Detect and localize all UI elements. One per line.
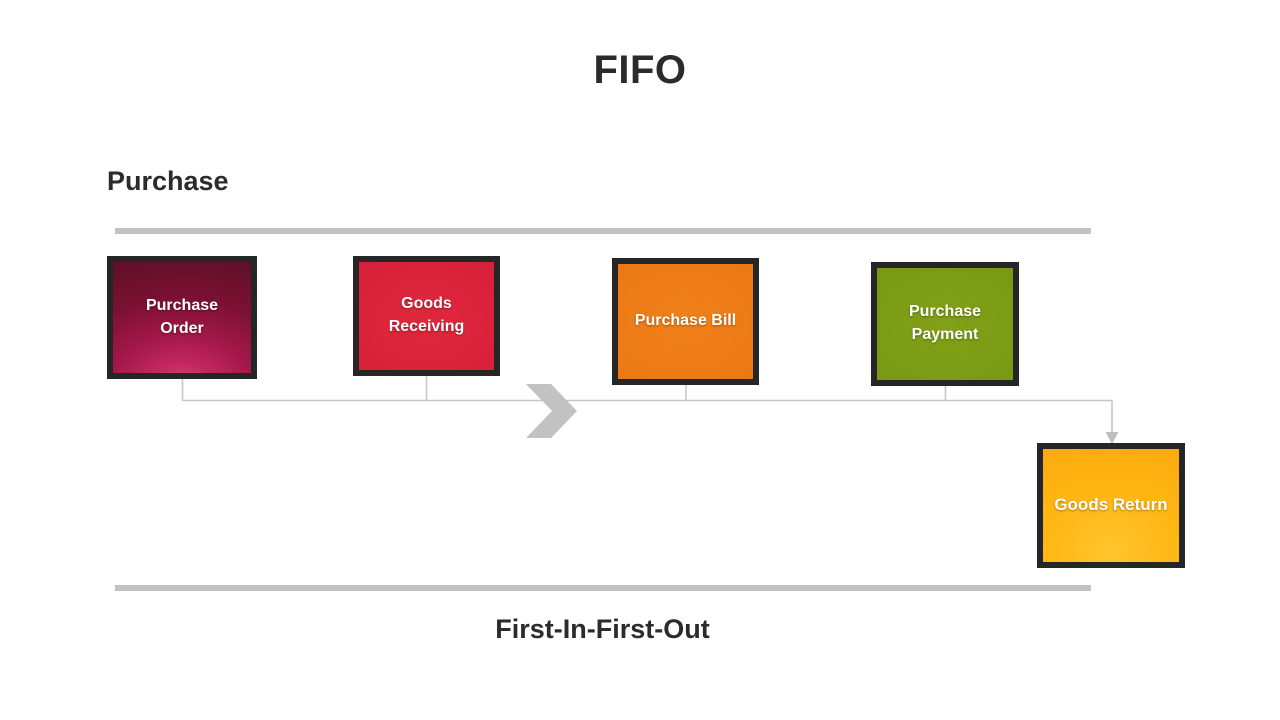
flow-box-label: Purchase Order (146, 295, 218, 340)
divider-top (115, 228, 1091, 234)
flow-box-purchase-payment[interactable]: Purchase Payment (871, 262, 1019, 386)
flow-box-label: Purchase Payment (909, 301, 981, 346)
label-line-2: Receiving (388, 318, 465, 335)
page-title: FIFO (593, 48, 687, 92)
flow-box-goods-receiving[interactable]: Goods Receiving (353, 256, 500, 376)
label-line-1: Purchase (145, 296, 219, 314)
chevron-right-icon (526, 384, 577, 438)
flow-box-purchase-bill[interactable]: Purchase Bill (612, 258, 759, 385)
label-line-2: Order (160, 319, 204, 337)
flow-box-goods-return[interactable]: Goods Return (1037, 443, 1185, 568)
flow-box-purchase-order[interactable]: Purchase Order (107, 256, 257, 379)
label-line-2: Payment (911, 326, 979, 343)
divider-bottom (115, 585, 1091, 591)
footer-title: First-In-First-Out (495, 614, 710, 644)
label-line-1: Purchase (908, 303, 982, 321)
section-title-purchase: Purchase (107, 166, 229, 196)
flow-box-label: Goods Receiving (389, 293, 465, 338)
label-line-1: Goods (401, 295, 452, 313)
flow-box-label: Purchase Bill (634, 312, 737, 330)
flow-box-label: Goods Return (1054, 495, 1168, 515)
